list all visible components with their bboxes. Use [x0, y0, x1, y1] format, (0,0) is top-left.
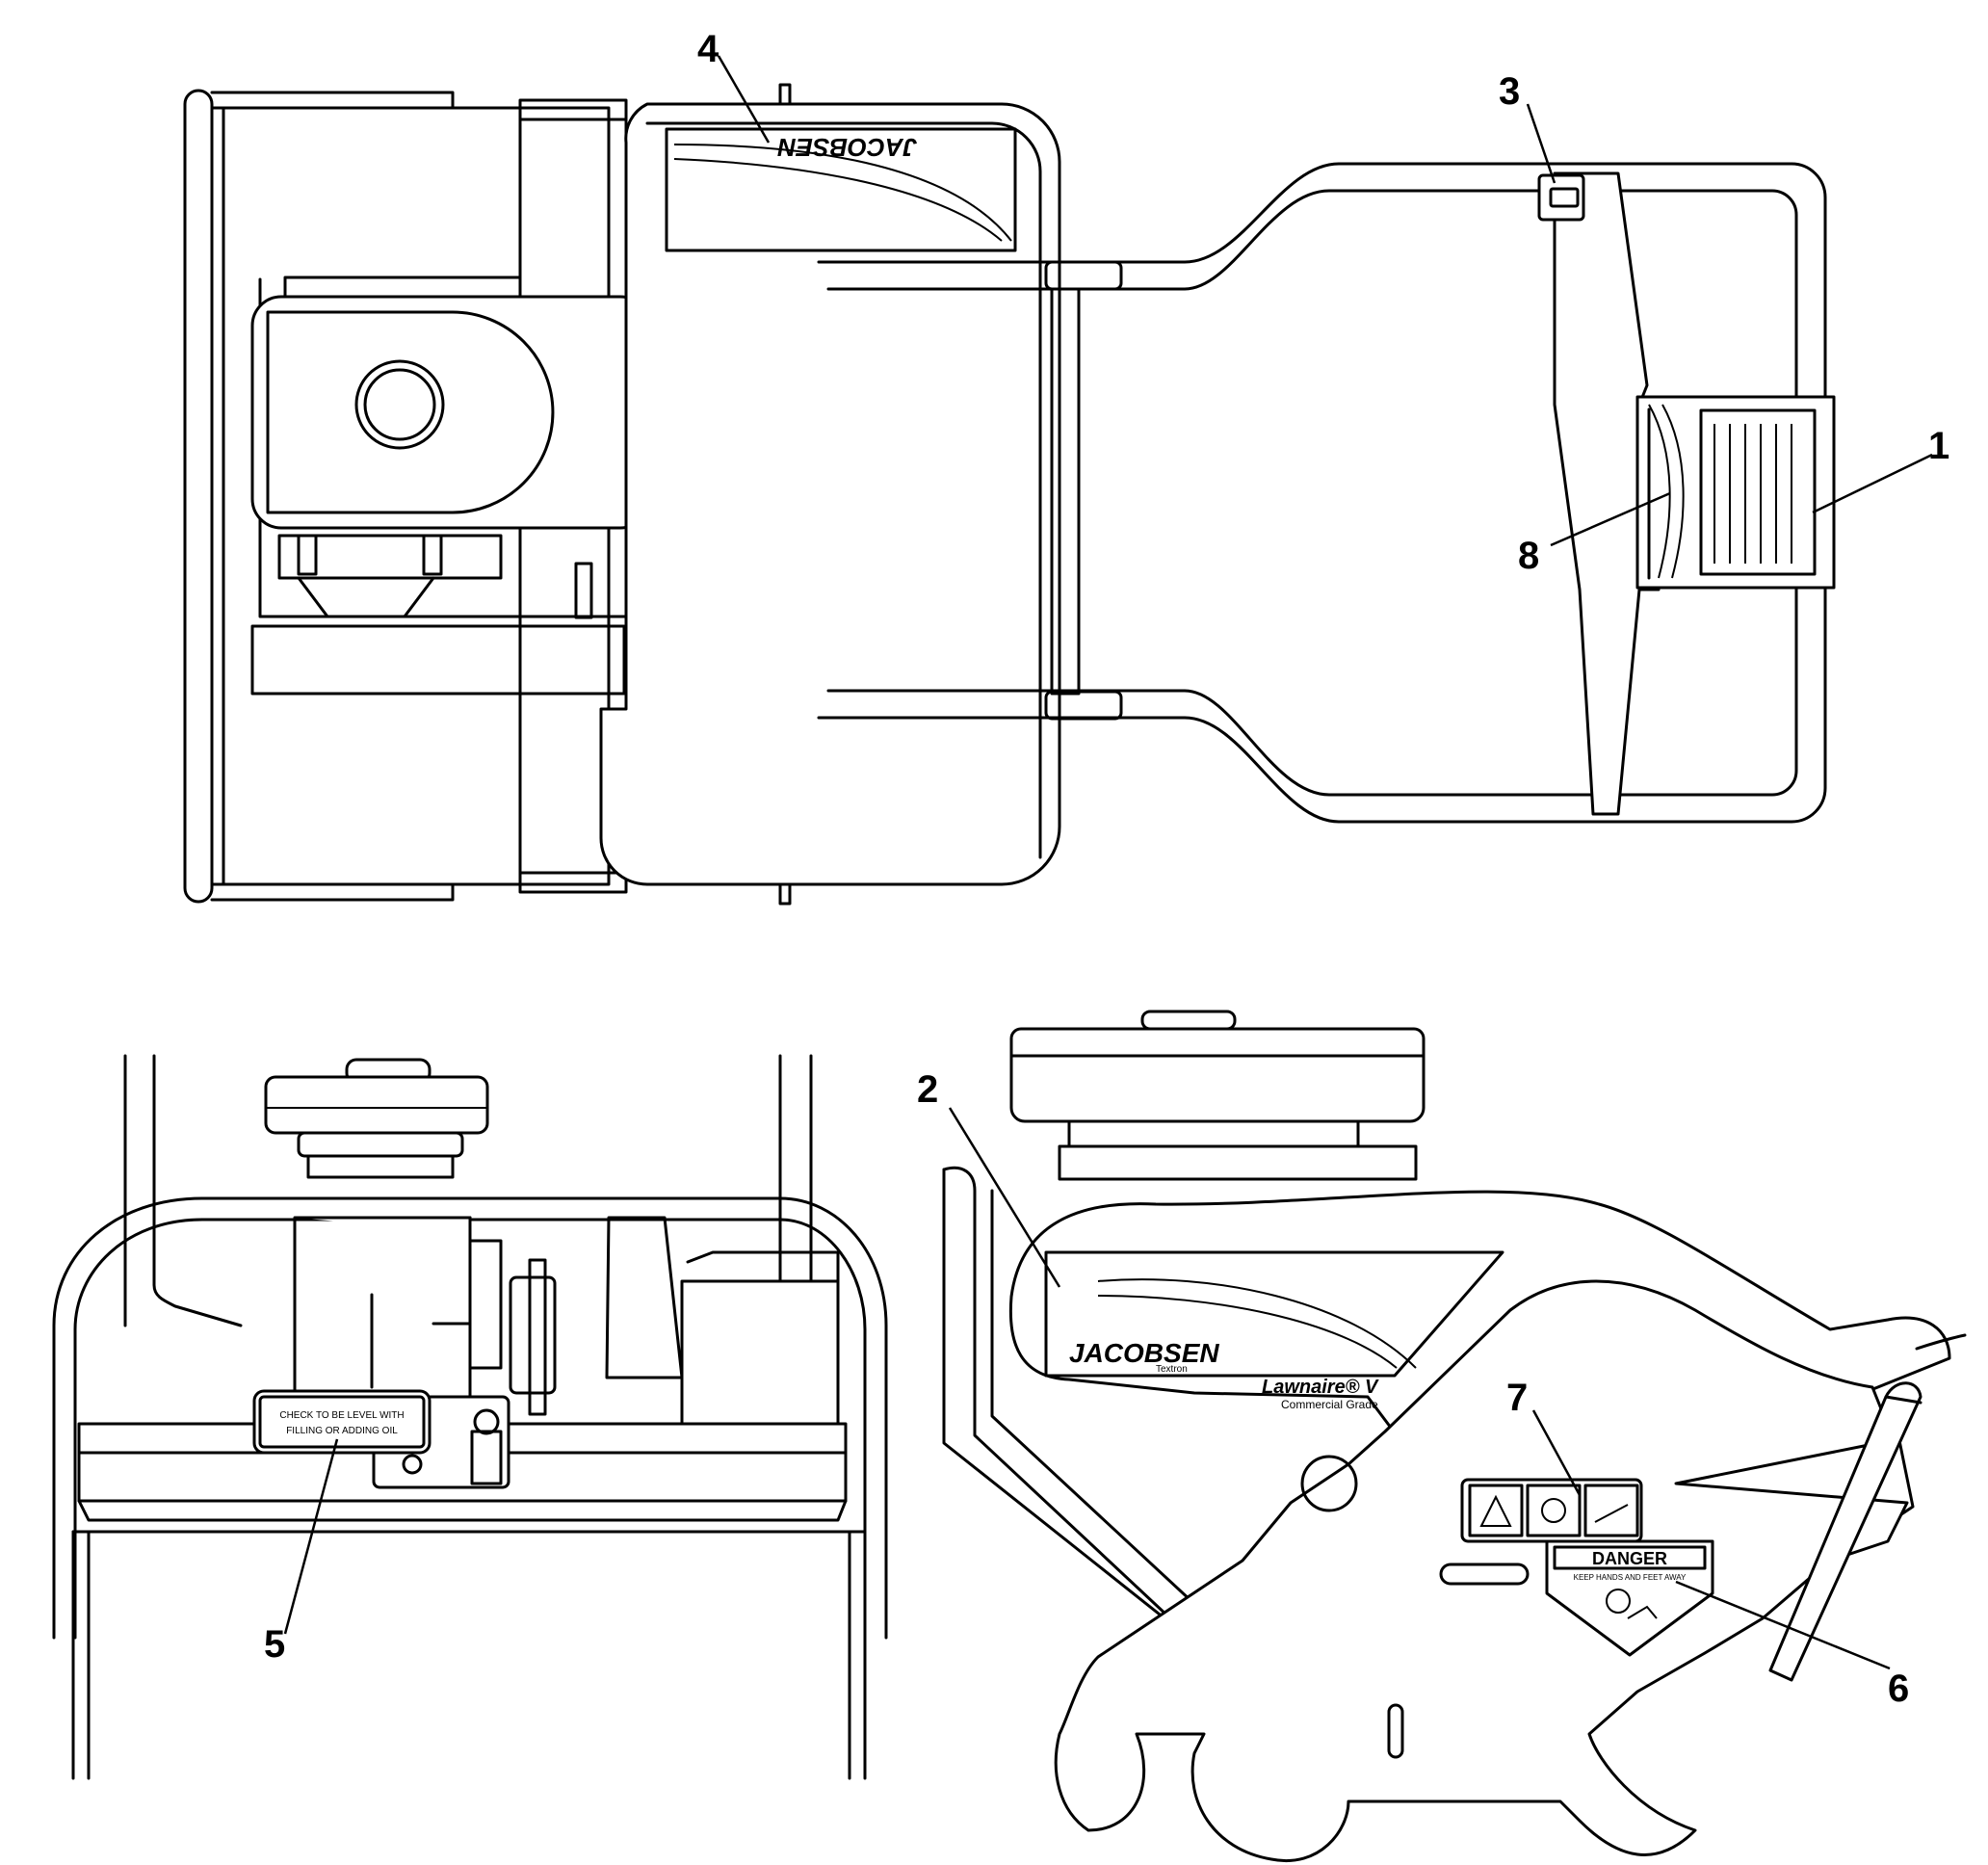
model-sub: Commercial Grade: [1281, 1398, 1378, 1411]
decal-2-sub: Textron: [1156, 1364, 1188, 1375]
decal-5-line-1: CHECK TO BE LEVEL WITH: [279, 1410, 404, 1421]
front-view: CHECK TO BE LEVEL WITH FILLING OR ADDING…: [52, 1054, 888, 1780]
callout-3: 3: [1499, 70, 1520, 113]
callout-2: 2: [917, 1068, 938, 1111]
leader-1: [1812, 453, 1933, 514]
callout-1: 1: [1928, 425, 1949, 467]
instruction-decal-text: [1713, 424, 1792, 564]
decal-2-brand: JACOBSEN: [1069, 1338, 1219, 1368]
callout-7: 7: [1506, 1377, 1528, 1419]
callout-5: 5: [264, 1623, 285, 1666]
leader-8: [1550, 491, 1671, 547]
side-view: JACOBSEN Textron Lawnaire® V Commercial …: [942, 1010, 1967, 1862]
callout-8: 8: [1518, 535, 1539, 577]
callout-6: 6: [1888, 1668, 1909, 1710]
leader-5: [283, 1438, 339, 1635]
decal-5-line-2: FILLING OR ADDING OIL: [286, 1426, 398, 1436]
model-name: Lawnaire® V: [1262, 1377, 1379, 1398]
leader-7: [1531, 1409, 1582, 1496]
leader-2: [948, 1107, 1061, 1288]
decal-4-brand: JACOBSEN: [777, 133, 918, 162]
top-view: JACOBSEN: [183, 83, 1836, 906]
callout-numbers: 1 2 3 4 5 6 7 8: [264, 28, 1949, 1710]
decal-6-sub: KEEP HANDS AND FEET AWAY: [1574, 1573, 1687, 1582]
callout-4: 4: [697, 28, 719, 70]
leader-4: [717, 55, 771, 144]
leader-3: [1526, 103, 1556, 184]
decal-6-title: DANGER: [1592, 1549, 1667, 1568]
leader-6: [1675, 1580, 1891, 1670]
leader-lines: [283, 55, 1933, 1670]
